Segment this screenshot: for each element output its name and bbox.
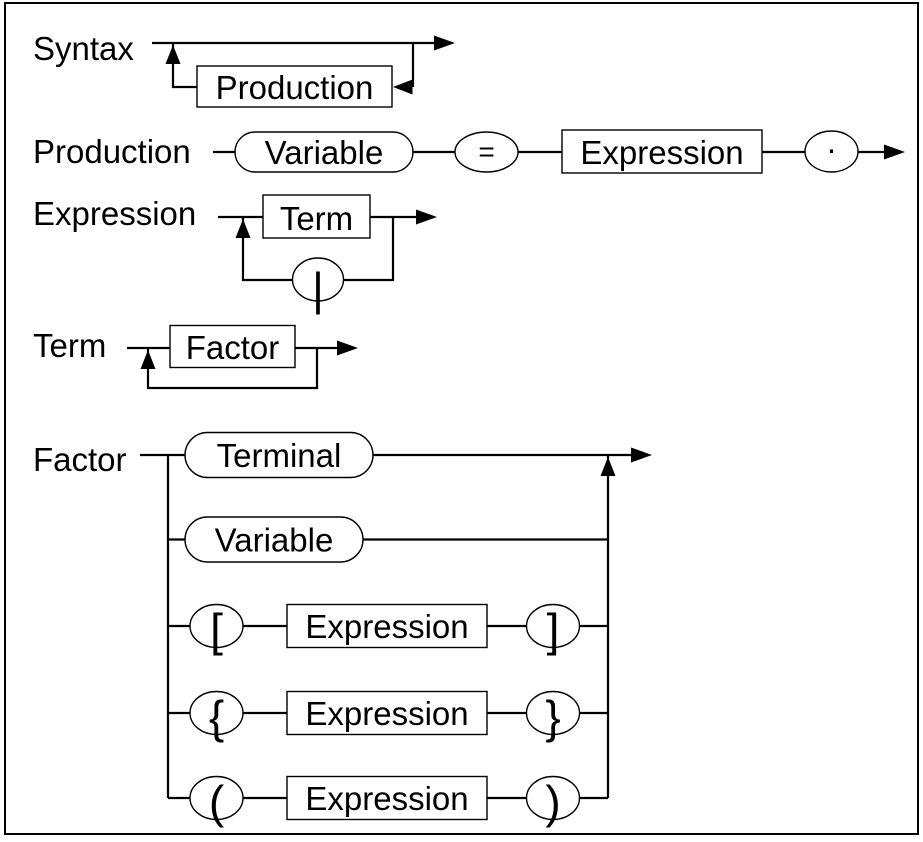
end-dot-text: . (827, 123, 836, 160)
term-diagram: Term Factor (33, 324, 358, 390)
arrow-up-icon (600, 457, 616, 476)
close-brace-text: } (545, 691, 560, 743)
factor-branch-variable: Variable (168, 516, 608, 563)
arrow-left-icon (393, 79, 413, 95)
equals-sign-text: = (478, 136, 494, 167)
arrow-up-icon (235, 219, 251, 238)
loop-right-line (343, 217, 395, 282)
term-box-text: Term (280, 200, 353, 237)
factor-branch-grouping: ( Expression ) (168, 775, 608, 828)
production-box (196, 65, 393, 108)
variable-node-text: Variable (215, 522, 334, 559)
open-paren-text: ( (209, 776, 225, 828)
expression-box-text: Expression (305, 695, 468, 732)
factor-label: Factor (33, 441, 127, 478)
expression-box-text: Expression (305, 780, 468, 817)
syntax-label: Syntax (33, 30, 134, 67)
open-brace-text: { (209, 691, 224, 743)
expression-box-text: Expression (305, 608, 468, 645)
arrow-right-icon (337, 340, 358, 356)
expression-diagram: Expression Term | (33, 194, 437, 315)
arrow-right-icon (884, 144, 905, 160)
expression-box (286, 690, 488, 736)
expression-box (286, 603, 488, 649)
production-label: Production (33, 133, 191, 170)
close-paren-text: ) (545, 776, 560, 828)
arrow-up-icon (165, 45, 181, 64)
production-box-text: Production (216, 69, 374, 106)
terminal-node-text: Terminal (217, 437, 342, 474)
open-bracket-text: [ (210, 604, 223, 656)
loop-left-line (171, 43, 197, 89)
close-bracket-text: ] (547, 604, 560, 656)
factor-branch-terminal: Terminal (184, 431, 374, 479)
terminal-rounded-node (184, 431, 374, 479)
variable-node-text: Variable (265, 134, 384, 171)
or-separator-circle (291, 257, 345, 302)
expression-box-text: Expression (580, 134, 743, 171)
expression-label: Expression (33, 195, 196, 232)
outer-frame-border (4, 2, 919, 835)
factor-box (169, 324, 296, 369)
arrow-right-icon (434, 35, 455, 51)
arrow-up-icon (140, 350, 156, 369)
syntax-diagram: Syntax Production (33, 30, 455, 108)
expression-box (286, 775, 488, 821)
production-diagram: Production Variable = Expression . (33, 123, 905, 174)
factor-branch-repetition: { Expression } (168, 690, 608, 743)
factor-box-text: Factor (186, 329, 280, 366)
term-label: Term (33, 327, 106, 364)
factor-diagram: Factor Terminal Variable (33, 431, 652, 828)
factor-branch-optional: [ Expression ] (168, 603, 608, 656)
arrow-right-icon (631, 447, 652, 463)
or-separator-text: | (312, 263, 324, 315)
arrow-right-icon (416, 209, 437, 225)
